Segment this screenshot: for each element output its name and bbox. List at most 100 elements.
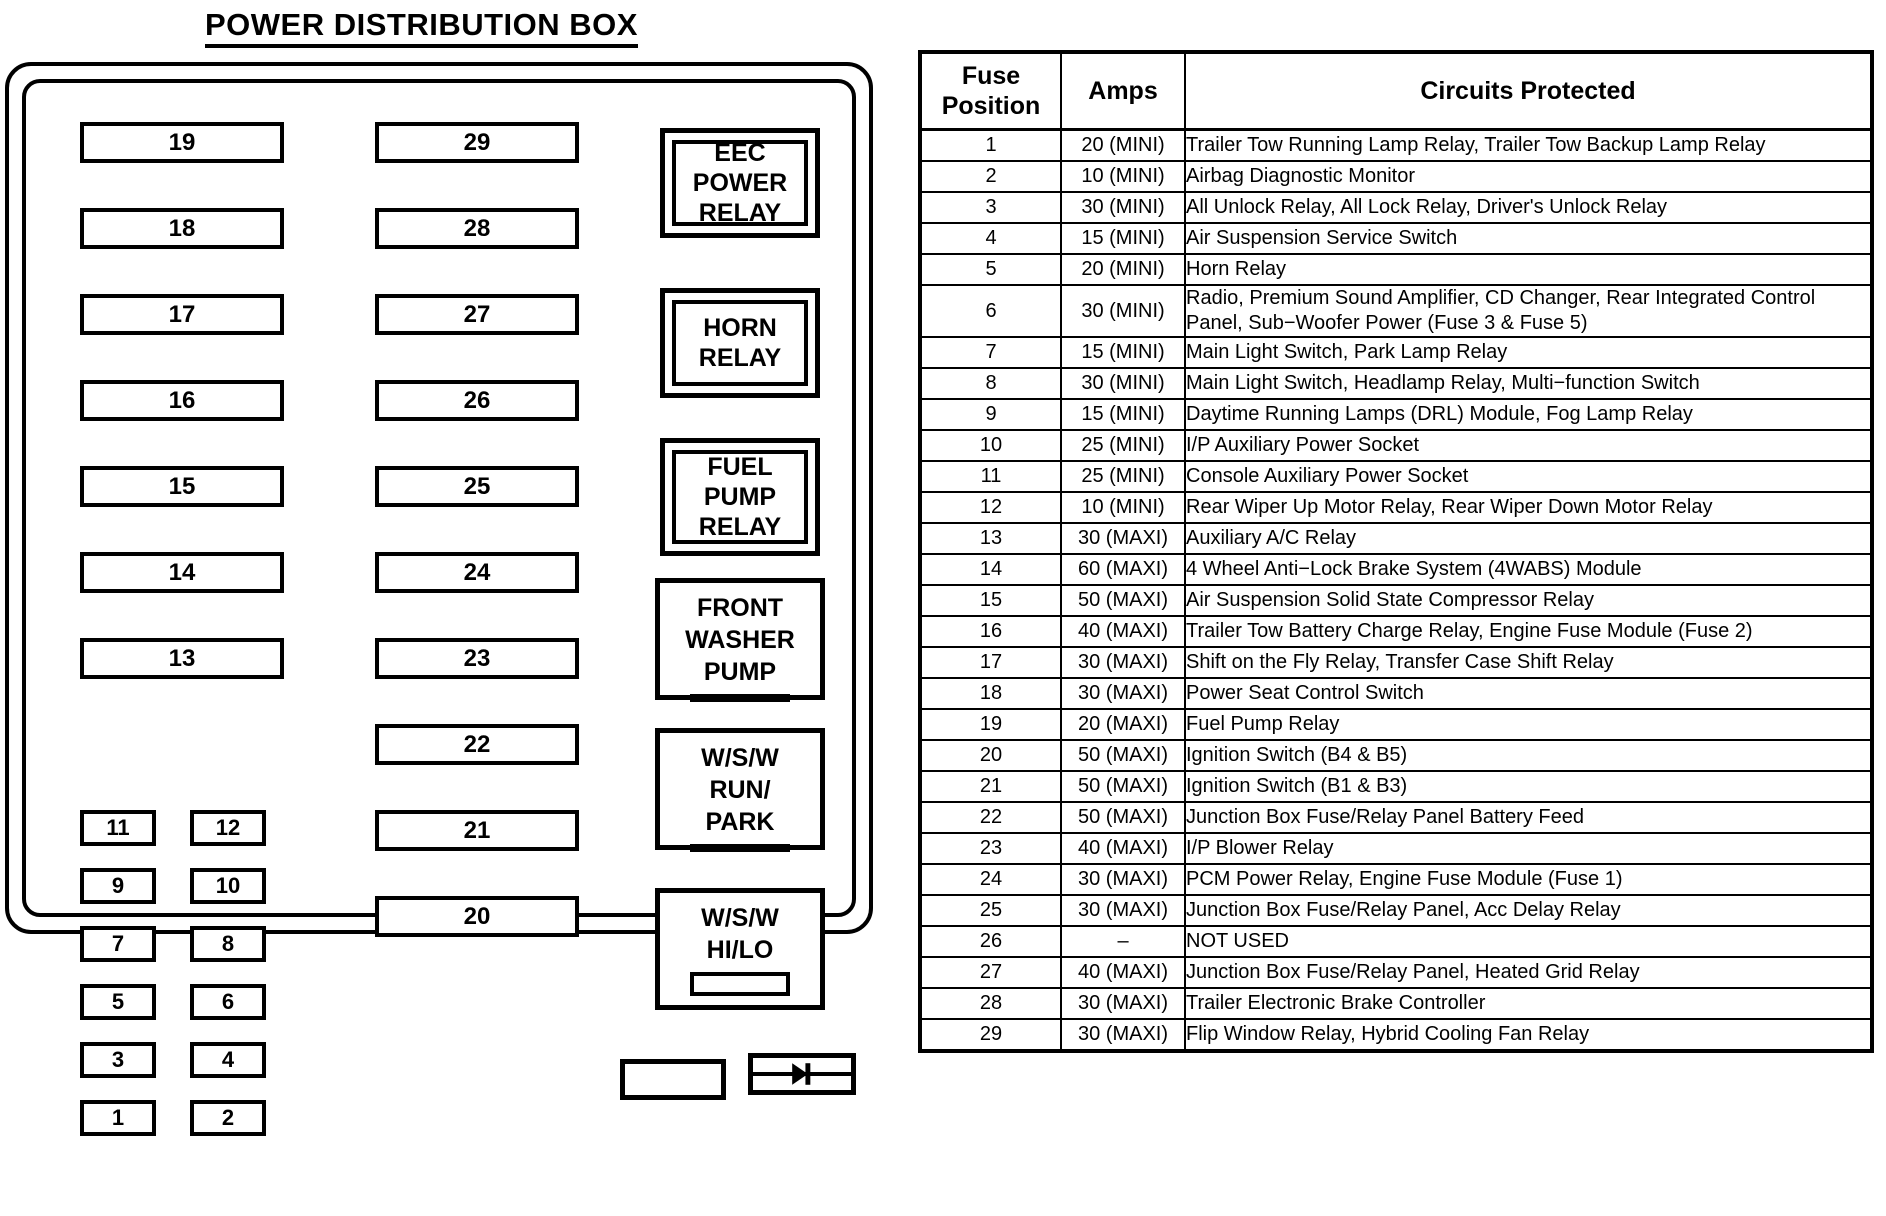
cell-amps: 25 (MINI) bbox=[1060, 429, 1186, 462]
eec-power-relay-label-line-1: EEC bbox=[714, 139, 766, 167]
cell-fuse-position: 5 bbox=[920, 253, 1062, 286]
cell-fuse-position: 22 bbox=[920, 801, 1062, 834]
cell-fuse-position: 9 bbox=[920, 398, 1062, 431]
fuse-slot-23[interactable]: 23 bbox=[375, 638, 579, 679]
cell-fuse-position: 20 bbox=[920, 739, 1062, 772]
cell-amps: 15 (MINI) bbox=[1060, 398, 1186, 431]
cell-fuse-position: 11 bbox=[920, 460, 1062, 493]
fuse-slot-8[interactable]: 8 bbox=[190, 926, 266, 962]
cell-fuse-position: 29 bbox=[920, 1018, 1062, 1051]
cell-amps: 20 (MINI) bbox=[1060, 253, 1186, 286]
cell-circuits-protected: Flip Window Relay, Hybrid Cooling Fan Re… bbox=[1184, 1018, 1872, 1051]
fuse-slot-5[interactable]: 5 bbox=[80, 984, 156, 1020]
wsw-run-park-label-line-2: RUN/ bbox=[709, 776, 771, 804]
cell-circuits-protected: Trailer Tow Running Lamp Relay, Trailer … bbox=[1184, 128, 1872, 162]
fuse-slot-1[interactable]: 1 bbox=[80, 1100, 156, 1136]
fuse-slot-22[interactable]: 22 bbox=[375, 724, 579, 765]
cell-circuits-protected: Shift on the Fly Relay, Transfer Case Sh… bbox=[1184, 646, 1872, 679]
fuse-slot-15[interactable]: 15 bbox=[80, 466, 284, 507]
cell-circuits-protected: Air Suspension Solid State Compressor Re… bbox=[1184, 584, 1872, 617]
fuse-slot-19[interactable]: 19 bbox=[80, 122, 284, 163]
wsw-hi-lo[interactable]: W/S/W HI/LO bbox=[655, 888, 825, 1010]
cell-circuits-protected: Trailer Tow Battery Charge Relay, Engine… bbox=[1184, 615, 1872, 648]
cell-amps: 30 (MAXI) bbox=[1060, 677, 1186, 710]
cell-circuits-protected: Radio, Premium Sound Amplifier, CD Chang… bbox=[1184, 284, 1872, 338]
fuse-slot-27[interactable]: 27 bbox=[375, 294, 579, 335]
fuse-slot-4[interactable]: 4 bbox=[190, 1042, 266, 1078]
fuse-slot-7[interactable]: 7 bbox=[80, 926, 156, 962]
cell-amps: 30 (MAXI) bbox=[1060, 646, 1186, 679]
cell-fuse-position: 4 bbox=[920, 222, 1062, 255]
cell-amps: 50 (MAXI) bbox=[1060, 584, 1186, 617]
fuse-slot-24[interactable]: 24 bbox=[375, 552, 579, 593]
cell-fuse-position: 18 bbox=[920, 677, 1062, 710]
fuse-slot-11[interactable]: 11 bbox=[80, 810, 156, 846]
cell-fuse-position: 23 bbox=[920, 832, 1062, 865]
cell-circuits-protected: Main Light Switch, Park Lamp Relay bbox=[1184, 336, 1872, 369]
cell-amps: 30 (MINI) bbox=[1060, 191, 1186, 224]
cell-circuits-protected: Horn Relay bbox=[1184, 253, 1872, 286]
cell-amps: 10 (MINI) bbox=[1060, 160, 1186, 193]
cell-amps: 30 (MAXI) bbox=[1060, 894, 1186, 927]
cell-amps: 20 (MAXI) bbox=[1060, 708, 1186, 741]
wsw-run-park-terminal-stub bbox=[690, 844, 790, 852]
fuse-slot-17[interactable]: 17 bbox=[80, 294, 284, 335]
wsw-hi-lo-label-line-2: HI/LO bbox=[706, 936, 774, 964]
fuse-slot-18[interactable]: 18 bbox=[80, 208, 284, 249]
header-fuse-position-line2: Position bbox=[941, 92, 1041, 120]
wsw-hi-lo-label-line-1: W/S/W bbox=[701, 904, 779, 932]
table-header-row: Fuse Position Amps Circuits Protected bbox=[920, 52, 1872, 131]
fuse-slot-10[interactable]: 10 bbox=[190, 868, 266, 904]
fuse-slot-9[interactable]: 9 bbox=[80, 868, 156, 904]
cell-fuse-position: 13 bbox=[920, 522, 1062, 555]
cell-circuits-protected: Power Seat Control Switch bbox=[1184, 677, 1872, 710]
cell-amps: 30 (MINI) bbox=[1060, 367, 1186, 400]
cell-circuits-protected: Trailer Electronic Brake Controller bbox=[1184, 987, 1872, 1020]
front-washer-pump-label-line-3: PUMP bbox=[703, 658, 777, 686]
fuse-slot-14[interactable]: 14 bbox=[80, 552, 284, 593]
cell-circuits-protected: 4 Wheel Anti−Lock Brake System (4WABS) M… bbox=[1184, 553, 1872, 586]
fuse-slot-3[interactable]: 3 bbox=[80, 1042, 156, 1078]
fuse-slot-6[interactable]: 6 bbox=[190, 984, 266, 1020]
fuse-slot-25[interactable]: 25 bbox=[375, 466, 579, 507]
fuse-slot-12[interactable]: 12 bbox=[190, 810, 266, 846]
fuse-slot-2[interactable]: 2 bbox=[190, 1100, 266, 1136]
fuse-slot-20[interactable]: 20 bbox=[375, 896, 579, 937]
cell-amps: 50 (MAXI) bbox=[1060, 770, 1186, 803]
fuse-slot-21[interactable]: 21 bbox=[375, 810, 579, 851]
cell-circuits-protected: Junction Box Fuse/Relay Panel Battery Fe… bbox=[1184, 801, 1872, 834]
horn-relay-label-line-1: HORN bbox=[703, 314, 777, 342]
diode-icon bbox=[753, 1063, 851, 1085]
fuse-slot-28[interactable]: 28 bbox=[375, 208, 579, 249]
cell-amps: 20 (MINI) bbox=[1060, 128, 1186, 162]
fuse-slot-13[interactable]: 13 bbox=[80, 638, 284, 679]
cell-amps: 25 (MINI) bbox=[1060, 460, 1186, 493]
cell-amps: 30 (MAXI) bbox=[1060, 863, 1186, 896]
fuse-slot-29[interactable]: 29 bbox=[375, 122, 579, 163]
cell-fuse-position: 26 bbox=[920, 925, 1062, 958]
cell-fuse-position: 16 bbox=[920, 615, 1062, 648]
cell-fuse-position: 28 bbox=[920, 987, 1062, 1020]
fuse-slot-26[interactable]: 26 bbox=[375, 380, 579, 421]
cell-amps: 40 (MAXI) bbox=[1060, 832, 1186, 865]
cell-fuse-position: 21 bbox=[920, 770, 1062, 803]
fuse-slot-16[interactable]: 16 bbox=[80, 380, 284, 421]
